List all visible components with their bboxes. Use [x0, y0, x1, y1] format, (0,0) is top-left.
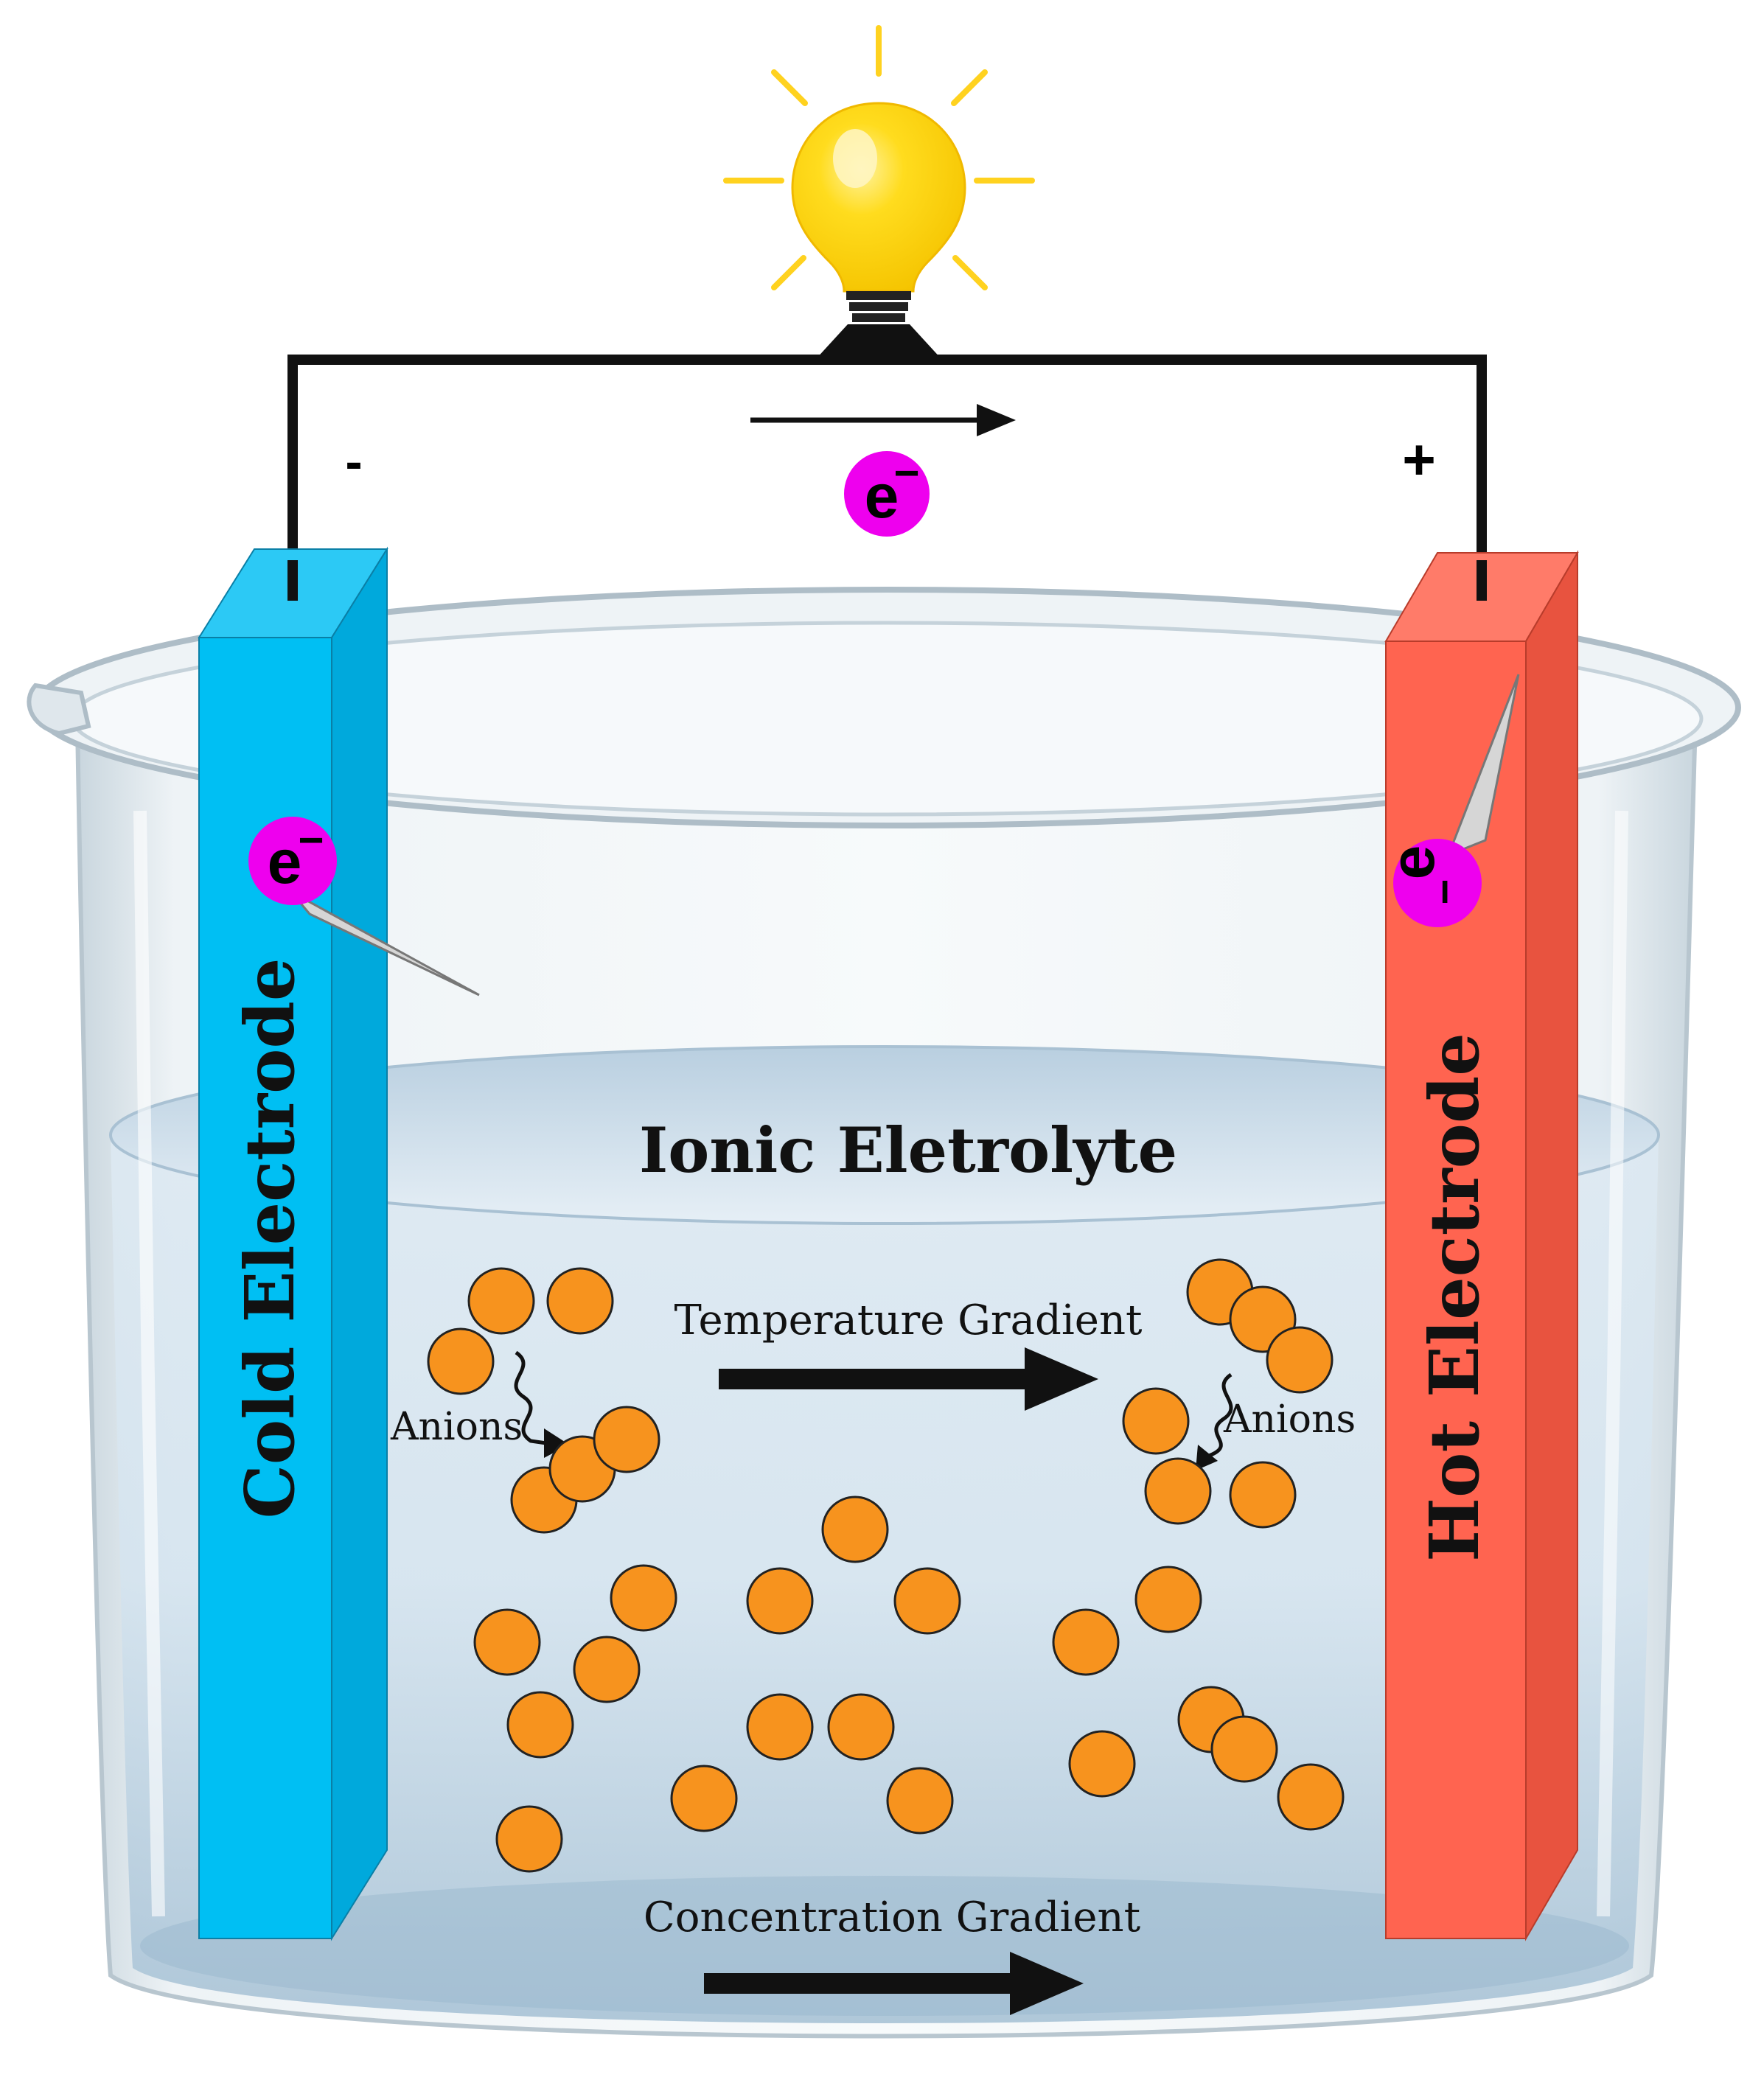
- anions-label-left: Anions: [390, 1405, 523, 1449]
- anion-particle: [473, 1608, 541, 1676]
- anion-particle: [746, 1693, 814, 1761]
- anion-particle: [427, 1327, 495, 1395]
- electron-hot: e −: [1378, 674, 1520, 927]
- temperature-gradient-arrow: [719, 1347, 1098, 1411]
- anion-particle: [821, 1496, 889, 1563]
- positive-terminal: +: [1402, 427, 1436, 492]
- negative-terminal: -: [345, 433, 362, 490]
- anion-particle: [670, 1765, 738, 1832]
- anion-particle: [746, 1567, 814, 1635]
- beaker-spout: [27, 683, 91, 736]
- concentration-gradient-label: Concentration Gradient: [644, 1894, 1141, 1941]
- hot-electrode-label: Hot Electrode: [1415, 1033, 1494, 1562]
- anion-arrow-right: [1208, 1372, 1233, 1458]
- anion-particle: [610, 1564, 677, 1632]
- anion-particle: [593, 1406, 660, 1473]
- anion-arrow-left: [514, 1350, 557, 1447]
- bulb-rays: [723, 25, 1035, 290]
- beaker-bottom: [140, 1876, 1629, 2016]
- anions: [427, 1258, 1345, 1873]
- anion-particle: [573, 1636, 641, 1703]
- svg-text:e: e: [865, 461, 899, 531]
- temperature-gradient-label: Temperature Gradient: [674, 1296, 1143, 1344]
- svg-text:−: −: [1420, 879, 1469, 904]
- svg-text:−: −: [893, 448, 919, 498]
- anion-particle: [886, 1767, 954, 1835]
- anion-particle: [893, 1567, 961, 1635]
- electrolyte-label: Ionic Eletrolyte: [639, 1114, 1177, 1187]
- glass-highlight-left: [133, 810, 165, 1917]
- beaker: [27, 587, 1741, 2039]
- concentration-gradient-arrow: [704, 1952, 1084, 2015]
- electrolyte-surface: [109, 1045, 1660, 1225]
- cold-electrode-label: Cold Electrode: [230, 958, 310, 1519]
- anion-particle: [1229, 1461, 1297, 1529]
- anion-particle: [1266, 1326, 1334, 1394]
- anion-arrowhead-right: [1196, 1445, 1218, 1470]
- electron-wire: e −: [844, 448, 930, 537]
- light-bulb-icon: [723, 25, 1035, 360]
- anion-particle: [467, 1267, 535, 1335]
- anion-particle: [495, 1805, 563, 1873]
- svg-text:−: −: [298, 815, 324, 865]
- anion-particle: [1052, 1608, 1120, 1676]
- anion-particle: [506, 1691, 574, 1759]
- glass-highlight-right: [1597, 810, 1628, 1917]
- anion-particle: [1068, 1730, 1136, 1798]
- svg-text:e: e: [1378, 845, 1447, 880]
- anions-label-right: Anions: [1223, 1397, 1356, 1442]
- anion-particle: [1210, 1715, 1278, 1783]
- anion-particle: [546, 1267, 614, 1335]
- anion-particle: [1122, 1387, 1190, 1455]
- anion-arrowhead-left: [544, 1428, 569, 1458]
- anion-particle: [1277, 1763, 1345, 1831]
- current-arrow: [750, 404, 1016, 436]
- anion-particle: [1144, 1457, 1212, 1525]
- svg-text:e: e: [268, 827, 302, 896]
- anion-particle: [1134, 1566, 1202, 1633]
- electron-cold: e −: [248, 815, 480, 997]
- anion-particle: [827, 1693, 895, 1761]
